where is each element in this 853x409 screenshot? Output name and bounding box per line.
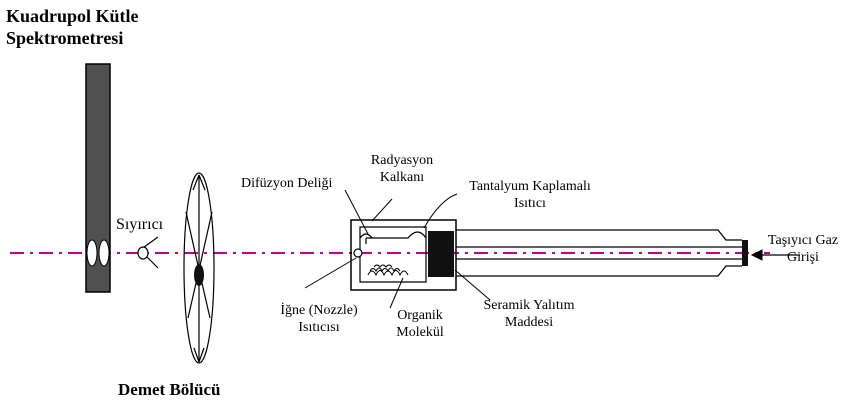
qms-opening-right — [98, 239, 110, 267]
leader-lines — [304, 189, 491, 309]
label-qms: Kuadrupol Kütle Spektrometresi — [6, 6, 139, 48]
skimmer — [137, 236, 159, 269]
carrier-gas-arrow — [750, 249, 800, 261]
ceramic-insulation-block — [428, 231, 454, 277]
label-diffusion-hole: Difüzyon Deliği — [241, 176, 333, 191]
quadrupole-mass-spectrometer — [85, 63, 111, 293]
nozzle-circle — [353, 248, 363, 258]
radiation-shield — [350, 219, 457, 291]
tube-end-cap — [742, 240, 748, 266]
qms-opening-left — [86, 239, 98, 267]
label-ceramic-insulation: Seramik Yalıtım Maddesi — [483, 298, 575, 330]
label-skimmer: Sıyırıcı — [116, 216, 164, 233]
label-nozzle-heater: İğne (Nozzle) Isıtıcısı — [280, 303, 358, 335]
organic-molecule-sample — [367, 264, 409, 277]
beam-chopper — [183, 172, 215, 364]
label-chopper: Demet Bölücü — [118, 380, 221, 399]
label-tantalum-heater: Tantalyum Kaplamalı Isıtıcı — [469, 179, 591, 211]
label-organic-molecule: Organik Molekül — [396, 308, 444, 340]
sample-reservoir — [359, 226, 427, 283]
label-carrier-gas: Taşıyıcı Gaz Girişi — [767, 233, 839, 265]
carrier-gas-tube — [456, 229, 742, 277]
label-radiation-shield: Radyasyon Kalkanı — [370, 153, 434, 185]
